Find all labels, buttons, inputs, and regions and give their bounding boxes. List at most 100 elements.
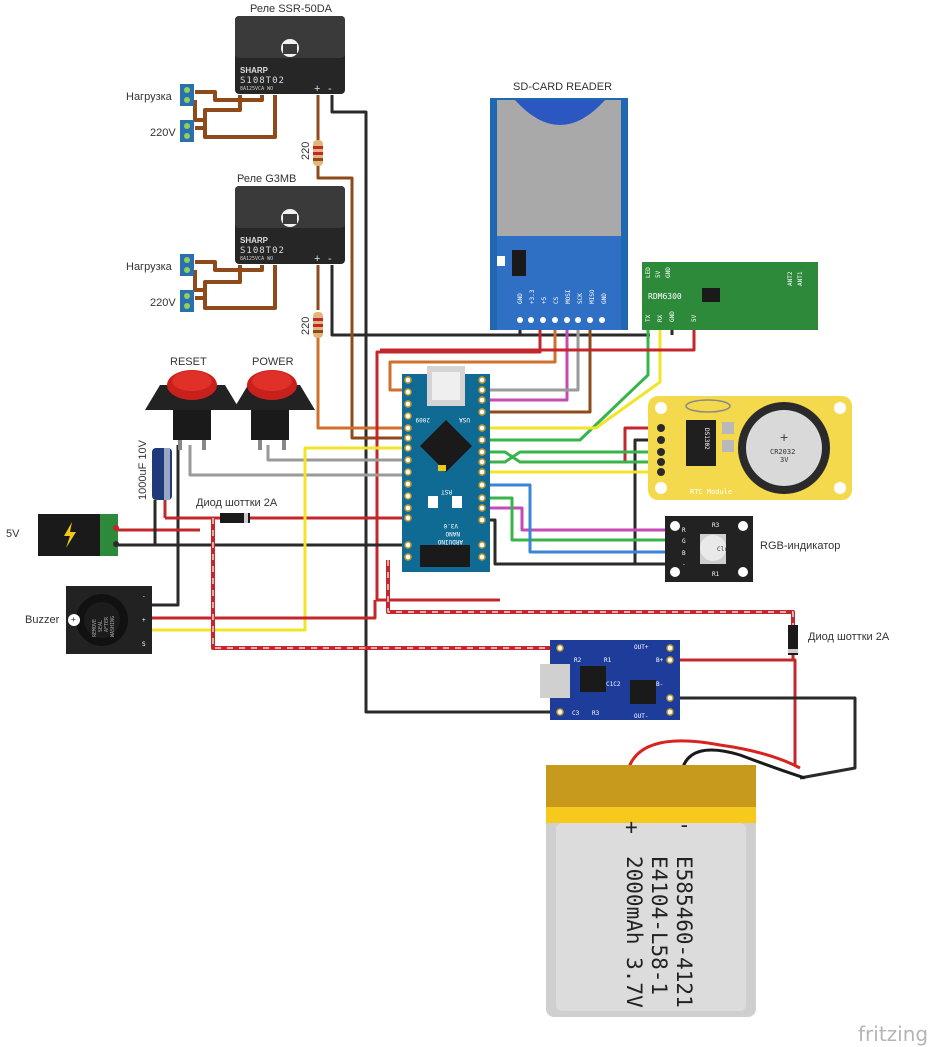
svg-text:GND: GND bbox=[517, 293, 524, 304]
rtc-label: RTC Module bbox=[690, 488, 732, 496]
svg-text:5V: 5V bbox=[691, 314, 698, 322]
relay1-minus: - bbox=[328, 83, 332, 95]
arduino-line2: NANO bbox=[445, 530, 460, 537]
wire-power bbox=[266, 445, 410, 462]
terminal-blocks: Нагрузка 220V Нагрузка 220V bbox=[126, 84, 194, 312]
svg-text:R3: R3 bbox=[712, 522, 720, 529]
svg-text:USA: USA bbox=[459, 416, 470, 423]
svg-text:SCK: SCK bbox=[577, 293, 584, 304]
terminal2-mains-label: 220V bbox=[150, 297, 176, 309]
svg-text:Clr: Clr bbox=[717, 546, 728, 553]
relay2-minus: - bbox=[328, 253, 332, 265]
wire-relay1-220 bbox=[195, 95, 242, 130]
wire-rdm-tx bbox=[482, 325, 650, 442]
wire-sd-5v bbox=[375, 320, 542, 602]
svg-text:B: B bbox=[682, 550, 686, 557]
svg-text:G: G bbox=[682, 538, 686, 545]
wire-buzzer-signal bbox=[148, 446, 410, 632]
relay1-plus: + bbox=[314, 83, 320, 95]
diode1-label: Диод шоттки 2А bbox=[196, 497, 278, 509]
svg-text:WASHING: WASHING bbox=[110, 616, 116, 637]
diode2-label: Диод шоттки 2А bbox=[808, 631, 890, 643]
rgb-label: RGB-индикатор bbox=[760, 540, 840, 552]
sd-pin-labels: GND +3.3 +5 CS MOSI SCK MISO GND bbox=[517, 289, 608, 304]
rtc-plus: + bbox=[780, 429, 788, 445]
reset-button[interactable]: RESET bbox=[145, 356, 240, 450]
rtc-module: + CR2032 3V DS1302 RTC Module bbox=[648, 396, 852, 500]
wire-rtc-dat bbox=[482, 450, 660, 464]
svg-text:MISO: MISO bbox=[589, 289, 596, 304]
battery-line1: E585460-4121 bbox=[672, 856, 696, 1008]
wire-relay2-load bbox=[195, 260, 264, 272]
battery-line3: 2000mAh 3.7V bbox=[622, 856, 646, 1008]
terminal1-load-label: Нагрузка bbox=[126, 91, 173, 103]
svg-text:ANT1: ANT1 bbox=[797, 271, 804, 286]
plus-icon: + bbox=[71, 615, 76, 624]
sd-title: SD-CARD READER bbox=[513, 81, 612, 93]
wire-sd-mosi bbox=[482, 320, 569, 402]
svg-text:RX: RX bbox=[657, 314, 664, 322]
svg-text:AFTER: AFTER bbox=[104, 616, 110, 632]
wire-sd-sck bbox=[482, 320, 580, 392]
svg-text:MOSI: MOSI bbox=[565, 289, 572, 304]
buzzer-module: Buzzer + REMOVE SEAL AFTER WASHING - + S bbox=[25, 586, 152, 654]
svg-text:OUT+: OUT+ bbox=[634, 644, 649, 651]
terminal1-mains-label: 220V bbox=[150, 127, 176, 139]
svg-text:R3: R3 bbox=[592, 710, 600, 717]
capacitor: 1000uF 10V bbox=[137, 439, 172, 500]
svg-text:RST: RST bbox=[441, 488, 452, 495]
svg-text:C1C2: C1C2 bbox=[606, 681, 621, 688]
relay1-title: Реле SSR-50DA bbox=[250, 3, 333, 15]
rtc-chip: DS1302 bbox=[703, 428, 710, 450]
wire-batt-black bbox=[680, 748, 806, 780]
relay2-model: S108T02 bbox=[240, 246, 285, 256]
svg-text:S: S bbox=[142, 641, 146, 648]
battery-line2: E4104-L58-1 bbox=[647, 856, 671, 995]
buzzer-label: Buzzer bbox=[25, 614, 60, 626]
wire-rgb-gnd bbox=[482, 518, 670, 566]
relay-ssr50da: Реле SSR-50DA SHARP S108T02 8A125VCA WO … bbox=[235, 3, 345, 95]
wire-reset bbox=[188, 445, 410, 477]
svg-text:OUT-: OUT- bbox=[634, 713, 648, 720]
diode-schottky-2: Диод шоттки 2А bbox=[788, 625, 890, 655]
rdm6300-module: RDM6300 LED 5V GND ANT2 ANT1 TX RX GND 5… bbox=[642, 262, 818, 330]
svg-text:GND: GND bbox=[665, 267, 672, 278]
relay2-rating: 8A125VCA WO bbox=[240, 256, 273, 262]
wire-buzzer-plus bbox=[148, 600, 377, 620]
svg-text:GND: GND bbox=[669, 311, 676, 322]
svg-text:+5: +5 bbox=[541, 296, 548, 304]
svg-text:R: R bbox=[682, 527, 686, 534]
resistor1-label: 220 bbox=[300, 142, 312, 160]
wire-relay2-220 bbox=[195, 265, 242, 300]
arduino-line1: ARDUINO bbox=[437, 538, 463, 545]
svg-text:CS: CS bbox=[553, 296, 560, 304]
svg-text:R2: R2 bbox=[574, 657, 582, 664]
svg-text:+: + bbox=[142, 617, 146, 624]
svg-text:GND: GND bbox=[601, 293, 608, 304]
resistor2-label: 220 bbox=[300, 317, 312, 335]
wires bbox=[118, 90, 857, 780]
wire-charger-bplus bbox=[675, 658, 797, 765]
power-button[interactable]: POWER bbox=[233, 356, 315, 450]
wire-relay1-signal bbox=[316, 165, 410, 440]
relay1-rating: 8A125VCA WO bbox=[240, 86, 273, 92]
lightning-icon bbox=[64, 522, 76, 548]
wire-relay1-load bbox=[195, 90, 264, 102]
wire-relay2-bridge bbox=[193, 265, 277, 310]
wire-rdm-rx bbox=[482, 325, 662, 430]
wire-batt-red bbox=[626, 739, 801, 771]
svg-text:REMOVE: REMOVE bbox=[92, 619, 98, 637]
svg-text:B-: B- bbox=[656, 681, 663, 688]
svg-text:-: - bbox=[682, 561, 686, 568]
wire-sd-cs bbox=[388, 320, 557, 392]
reset-label: RESET bbox=[170, 356, 207, 368]
rtc-voltage: 3V bbox=[780, 456, 789, 464]
relay1-brand: SHARP bbox=[240, 66, 269, 75]
fritzing-watermark: fritzing bbox=[858, 1022, 928, 1046]
rgb-indicator-module: RGB-индикатор Clr R3 R1 R G B - bbox=[665, 516, 840, 582]
wire-rgb-r bbox=[482, 506, 670, 532]
charger-module: OUT+ B+ B- OUT- R2 R1 R3 C3 C1C2 bbox=[540, 640, 680, 720]
relay2-plus: + bbox=[314, 253, 320, 265]
diode-schottky-1: Диод шоттки 2А bbox=[196, 497, 278, 523]
svg-text:ANT2: ANT2 bbox=[787, 271, 794, 286]
